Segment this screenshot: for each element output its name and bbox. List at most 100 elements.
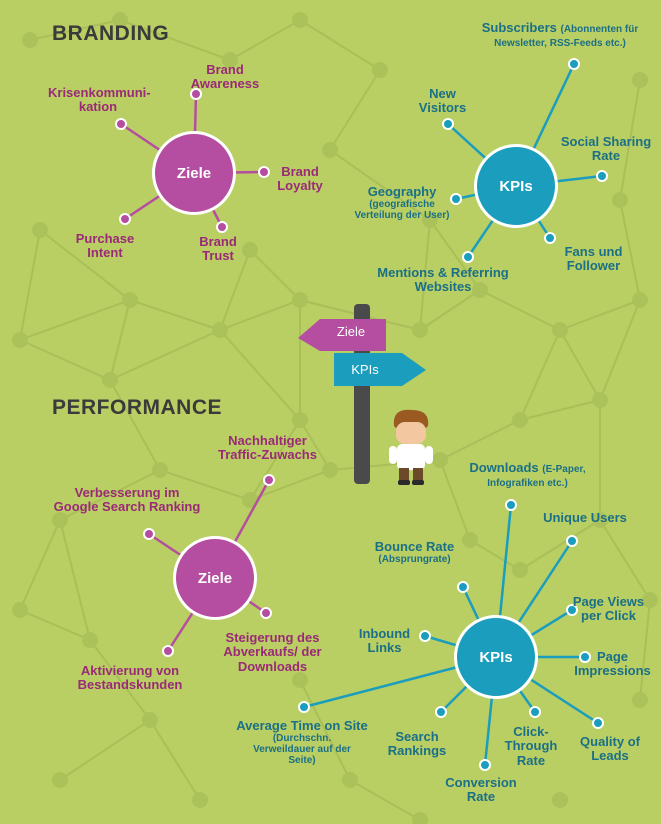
background-link	[439, 419, 521, 461]
kpi-search-rankings: Search Rankings	[387, 729, 447, 759]
background-link	[519, 519, 601, 571]
branding-kpi-spoke-dot	[568, 58, 580, 70]
background-link	[249, 249, 301, 301]
background-node	[552, 792, 568, 808]
background-node	[632, 692, 648, 708]
kpi-social-sharing-rate: Social Sharing Rate	[560, 134, 652, 164]
goal-brand-loyalty: Brand Loyalty	[277, 164, 323, 194]
background-node	[592, 512, 608, 528]
background-link	[429, 219, 481, 291]
background-link	[159, 469, 251, 501]
background-link	[559, 299, 641, 331]
branding-title: BRANDING	[52, 22, 170, 45]
background-node	[512, 412, 528, 428]
performance-kpis-hub: KPIs	[454, 615, 538, 699]
background-node	[412, 812, 428, 824]
branding-kpis-hub: KPIs	[474, 144, 558, 228]
background-node	[222, 52, 238, 68]
background-link	[19, 519, 61, 611]
background-link	[439, 459, 471, 541]
performance-goal-spoke-dot	[263, 474, 275, 486]
background-link	[639, 599, 651, 701]
goal-traffic-growth: Nachhaltiger Traffic-Zuwachs	[218, 433, 317, 463]
background-link	[249, 419, 301, 501]
background-node	[82, 632, 98, 648]
background-node	[642, 592, 658, 608]
background-link	[29, 19, 121, 41]
sign-kpis-label: KPIs	[351, 362, 379, 377]
performance-kpi-spoke-dot	[479, 759, 491, 771]
background-node	[592, 392, 608, 408]
kpi-page-impressions: Page Impressions	[574, 649, 651, 679]
background-node	[32, 222, 48, 238]
background-link	[129, 299, 221, 331]
background-link	[19, 229, 41, 341]
performance-goal-spoke-dot	[260, 607, 272, 619]
person-illustration	[389, 409, 433, 485]
background-link	[599, 519, 651, 601]
kpi-downloads: Downloads (E-Paper, Infografiken etc.)	[469, 460, 586, 490]
kpi-page-views: Page Views per Click	[572, 594, 645, 624]
background-node	[52, 512, 68, 528]
performance-kpi-spoke-dot	[457, 581, 469, 593]
performance-goal-spoke-dot	[162, 645, 174, 657]
performance-goals-hub: Ziele	[173, 536, 257, 620]
background-node	[322, 142, 338, 158]
background-link	[119, 19, 231, 61]
background-link	[599, 299, 641, 401]
kpi-inbound-links: Inbound Links	[358, 626, 411, 656]
background-link	[559, 329, 601, 401]
background-link	[249, 469, 331, 501]
background-node	[512, 562, 528, 578]
performance-kpi-spoke-dot	[298, 701, 310, 713]
background-node	[112, 12, 128, 28]
kpi-mentions-referring: Mentions & Referring Websites	[377, 265, 509, 295]
background-link	[59, 719, 151, 781]
background-link	[109, 379, 161, 471]
branding-goal-spoke-dot	[119, 213, 131, 225]
branding-goals-hub: Ziele	[152, 131, 236, 215]
background-link	[349, 779, 421, 821]
branding-kpi-spoke-dot	[596, 170, 608, 182]
goal-brand-trust: Brand Trust	[199, 234, 237, 264]
background-node	[192, 792, 208, 808]
branding-kpi-spoke-dot	[462, 251, 474, 263]
goal-crisis-communication: Krisenkommuni- kation	[48, 85, 151, 115]
performance-kpi-spoke-dot	[566, 604, 578, 616]
branding-goal-spoke-dot	[190, 88, 202, 100]
background-link	[19, 299, 131, 341]
background-link	[149, 719, 201, 801]
goal-search-ranking: Verbesserung im Google Search Ranking	[53, 485, 201, 515]
background-link	[329, 149, 431, 221]
goal-purchase-intent: Purchase Intent	[75, 231, 135, 261]
background-link	[89, 639, 151, 721]
kpi-new-visitors: New Visitors	[418, 86, 467, 116]
background-node	[422, 212, 438, 228]
background-link	[39, 229, 131, 301]
background-link	[519, 329, 561, 421]
background-link	[19, 339, 111, 381]
background-node	[152, 462, 168, 478]
background-node	[472, 282, 488, 298]
background-node	[322, 462, 338, 478]
goal-brand-awareness: Brand Awareness	[190, 62, 260, 92]
sign-ziele-label: Ziele	[336, 324, 366, 339]
kpi-avg-time-on-site: Average Time on Site(Durchschn. Verweild…	[236, 718, 368, 767]
performance-kpi-spoke-dot	[435, 706, 447, 718]
background-node	[242, 492, 258, 508]
background-link	[229, 19, 301, 61]
performance-kpi-spoke-dot	[566, 535, 578, 547]
background-link	[109, 329, 221, 381]
background-link	[469, 539, 521, 571]
background-link	[619, 199, 641, 301]
background-node	[612, 192, 628, 208]
background-node	[432, 452, 448, 468]
performance-goal-spoke-dot	[143, 528, 155, 540]
background-link	[299, 679, 351, 781]
background-network	[12, 12, 658, 824]
background-link	[59, 469, 161, 521]
background-link	[299, 419, 331, 471]
background-link	[619, 79, 641, 201]
branding-goal-spoke-dot	[258, 166, 270, 178]
